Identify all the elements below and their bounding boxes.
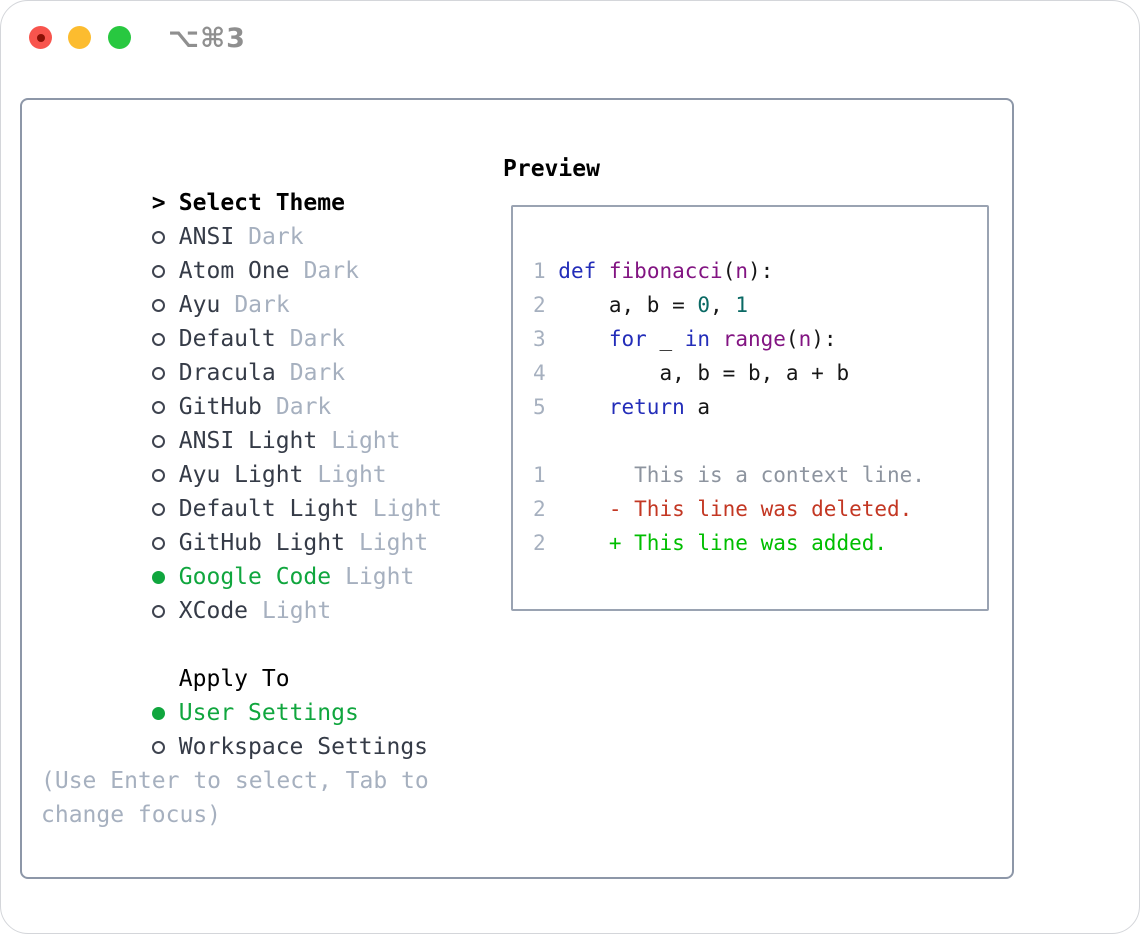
radio-icon	[151, 333, 165, 346]
help-text: (Use Enter to select, Tab to change focu…	[41, 768, 429, 828]
window-title: ⌥⌘3	[168, 23, 246, 54]
select-theme-title: Select Theme	[178, 190, 345, 216]
apply-option-workspace-settings[interactable]: Workspace Settings	[41, 696, 428, 760]
apply-to-header: Apply To	[41, 628, 428, 692]
preview-title: Preview	[503, 156, 600, 182]
code-line-blank	[533, 424, 987, 458]
apply-to-title: Apply To	[178, 666, 290, 692]
radio-icon	[151, 299, 165, 312]
apply-option-user-settings[interactable]: User Settings	[41, 662, 428, 726]
diff-deleted-line: 2 - This line was deleted.	[533, 497, 913, 521]
apply-to-section: Apply To User Settings Workspace Setting…	[41, 628, 428, 760]
preview-pane: 1 def fibonacci(n): 2 a, b = 0, 1 3 for …	[511, 205, 989, 611]
radio-selected-icon	[151, 571, 165, 584]
diff-context-line: 1 This is a context line.	[533, 463, 925, 487]
radio-icon	[151, 265, 165, 278]
close-button[interactable]	[29, 26, 52, 49]
radio-icon	[151, 367, 165, 380]
radio-icon	[151, 537, 165, 550]
code-line: 3 for _ in range(n):	[533, 327, 837, 351]
diff-added-line: 2 + This line was added.	[533, 531, 888, 555]
radio-icon	[151, 503, 165, 516]
maximize-button[interactable]	[108, 26, 131, 49]
radio-icon	[151, 741, 165, 754]
code-line: 4 a, b = b, a + b	[533, 361, 850, 385]
code-line: 2 a, b = 0, 1	[533, 293, 748, 317]
select-theme-header: > Select Theme	[41, 152, 442, 216]
radio-icon	[151, 435, 165, 448]
code-line: 1 def fibonacci(n):	[533, 259, 774, 283]
radio-icon	[151, 469, 165, 482]
code-line: 5 return a	[533, 395, 711, 419]
radio-icon	[151, 231, 165, 244]
close-dot-icon	[36, 33, 45, 42]
minimize-button[interactable]	[68, 26, 91, 49]
radio-selected-icon	[151, 707, 165, 720]
titlebar: ⌥⌘3	[1, 1, 1139, 73]
radio-icon	[151, 401, 165, 414]
radio-icon	[151, 605, 165, 618]
cursor-marker: >	[151, 190, 166, 216]
